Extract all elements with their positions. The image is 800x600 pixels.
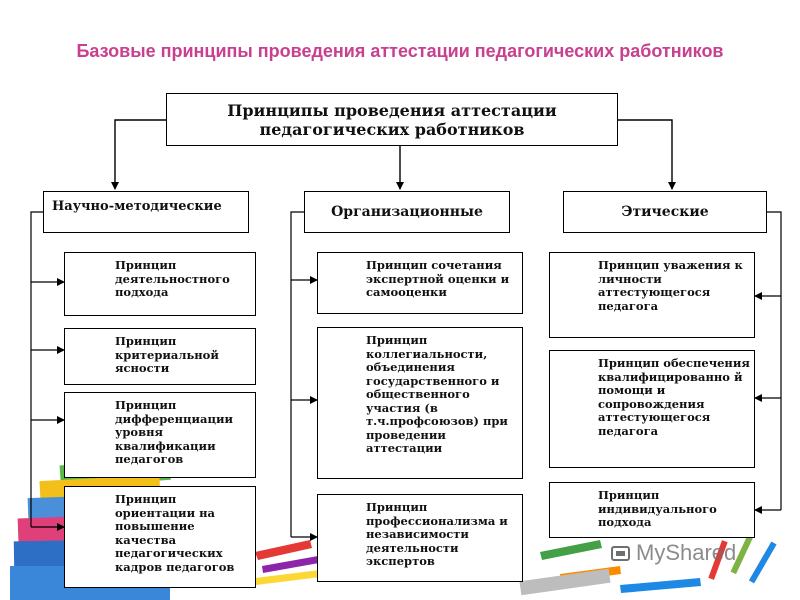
principle-individual-approach: Принцип индивидуального подхода xyxy=(549,482,755,538)
principle-expert-self-assessment: Принцип сочетания экспертной оценки и са… xyxy=(317,252,523,314)
principle-qualified-assistance: Принцип обеспечения квалифицированно й п… xyxy=(549,350,755,468)
principle-respect-for-personality: Принцип уважения к личности аттестующего… xyxy=(549,252,755,338)
watermark-logo-icon xyxy=(611,546,630,561)
category-scientific-methodical: Научно-методические xyxy=(43,191,249,233)
slide-title: Базовые принципы проведения аттестации п… xyxy=(76,41,724,61)
watermark-text: MyShared xyxy=(636,540,737,565)
category-ethical: Этические xyxy=(563,191,767,233)
principle-expert-professionalism: Принцип профессионализма и независимости… xyxy=(317,494,523,582)
category-organizational: Организационные xyxy=(304,191,510,233)
principle-differentiation: Принцип дифференциации уровня квалификац… xyxy=(64,392,256,478)
principle-criteria-clarity: Принцип критериальной ясности xyxy=(64,328,256,385)
principle-activity-approach: Принцип деятельностного подхода xyxy=(64,252,256,316)
root-principles-box: Принципы проведения аттестации педагогич… xyxy=(166,93,618,146)
pencils-illustration xyxy=(255,530,777,596)
arrow-to-left-category xyxy=(111,119,166,190)
principle-collegiality: Принцип коллегиальности, объединения гос… xyxy=(317,327,523,479)
principle-quality-orientation: Принцип ориентации на повышение качества… xyxy=(64,486,256,588)
arrow-to-right-category xyxy=(618,119,676,190)
